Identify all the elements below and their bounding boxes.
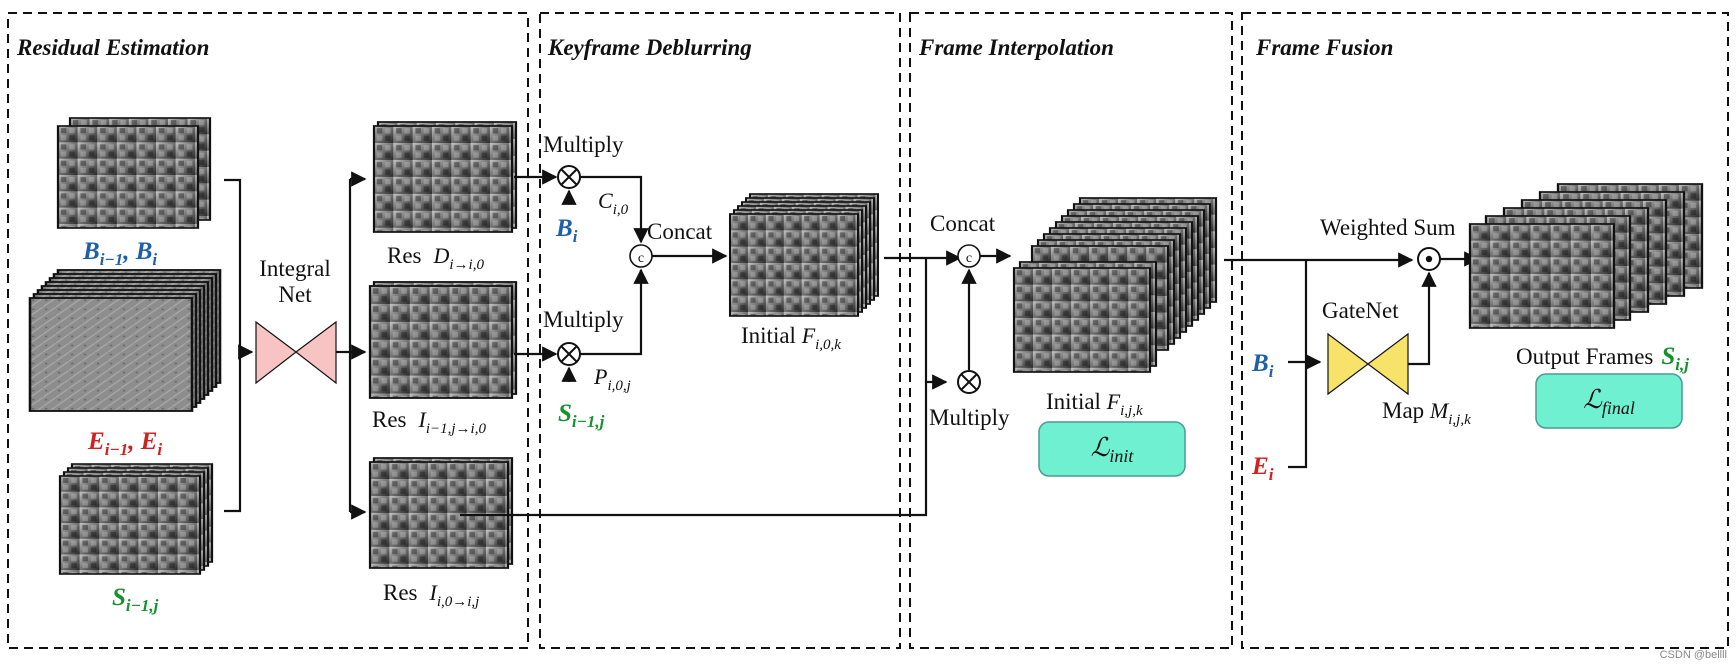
multiply-bottom-to-concat <box>580 268 649 356</box>
output-frames-image <box>1468 182 1704 330</box>
multiply-interp-label: Multiply <box>929 405 1010 430</box>
res-i1-image <box>368 280 518 400</box>
section-box-deblur <box>539 12 901 649</box>
inputs-bracket-fusion <box>1288 360 1308 469</box>
blurry-frames-label: Bi−1, Bi <box>82 238 157 269</box>
b-i-fusion-label: Bi <box>1251 350 1274 381</box>
sharp-frames-image <box>58 462 214 576</box>
weighted-sum-op <box>1417 247 1441 271</box>
svg-text:ℒfinal: ℒfinal <box>1583 385 1635 418</box>
concat-deblur-op: c <box>629 244 653 268</box>
integral-net-label-2: Net <box>278 282 312 307</box>
loss-final-box: ℒfinal <box>1535 373 1683 429</box>
multiply-top-label: Multiply <box>543 132 624 157</box>
watermark: CSDN @bellll <box>1660 649 1727 661</box>
initial-fj-image <box>1012 196 1218 374</box>
svg-text:c: c <box>638 251 644 266</box>
svg-text:ℒinit: ℒinit <box>1091 433 1135 466</box>
multiply-bottom-label: Multiply <box>543 307 624 332</box>
res-i2-to-multiply <box>460 374 948 517</box>
map-label: Map Mi,j,k <box>1382 398 1471 428</box>
section-title-residual: Residual Estimation <box>16 35 209 60</box>
initial-f0-image <box>728 192 880 318</box>
multiply-top-to-concat <box>580 175 649 244</box>
sharp-frames-label: Si−1,j <box>112 584 159 615</box>
section-box-fusion <box>1241 12 1729 649</box>
res-d-image <box>372 120 518 234</box>
integral-net-label: Integral <box>259 256 331 281</box>
e-i-fusion-label: Ei <box>1251 453 1274 484</box>
b-i-deblur-label: Bi <box>555 215 578 246</box>
p-label: Pi,0,j <box>593 364 631 394</box>
svg-text:c: c <box>966 251 972 266</box>
multiply-interp-op <box>957 370 981 394</box>
multiply-bottom-op <box>557 342 581 366</box>
initial-f0-label: Initial Fi,0,k <box>741 323 841 353</box>
c-label: Ci,0 <box>598 188 629 218</box>
multiply-top-op <box>557 165 581 189</box>
gatenet-label: GateNet <box>1322 298 1399 323</box>
input-bracket <box>224 178 242 513</box>
fj-to-gatenet <box>1304 260 1322 370</box>
section-title-fusion: Frame Fusion <box>1255 35 1393 60</box>
blurry-frames-image <box>56 116 212 230</box>
s-prev-deblur-label: Si−1,j <box>558 400 605 431</box>
section-title-interp: Frame Interpolation <box>918 35 1114 60</box>
event-stack-label: Ei−1, Ei <box>87 428 162 459</box>
gatenet-to-weighted-sum <box>1408 271 1437 366</box>
section-box-residual <box>7 12 529 649</box>
concat-interp-label: Concat <box>930 211 996 236</box>
event-stack-image <box>28 268 222 413</box>
res-i2-image <box>368 456 514 570</box>
integral-net-shape <box>255 320 337 385</box>
initial-fj-label: Initial Fi,j,k <box>1046 389 1143 419</box>
gatenet-shape <box>1327 332 1409 396</box>
concat-deblur-label: Concat <box>647 219 713 244</box>
weighted-sum-label: Weighted Sum <box>1320 215 1456 240</box>
concat-interp-op: c <box>957 244 981 268</box>
section-title-deblur: Keyframe Deblurring <box>547 35 752 60</box>
loss-init-box: ℒinit <box>1038 421 1186 477</box>
section-box-interp <box>909 12 1233 649</box>
